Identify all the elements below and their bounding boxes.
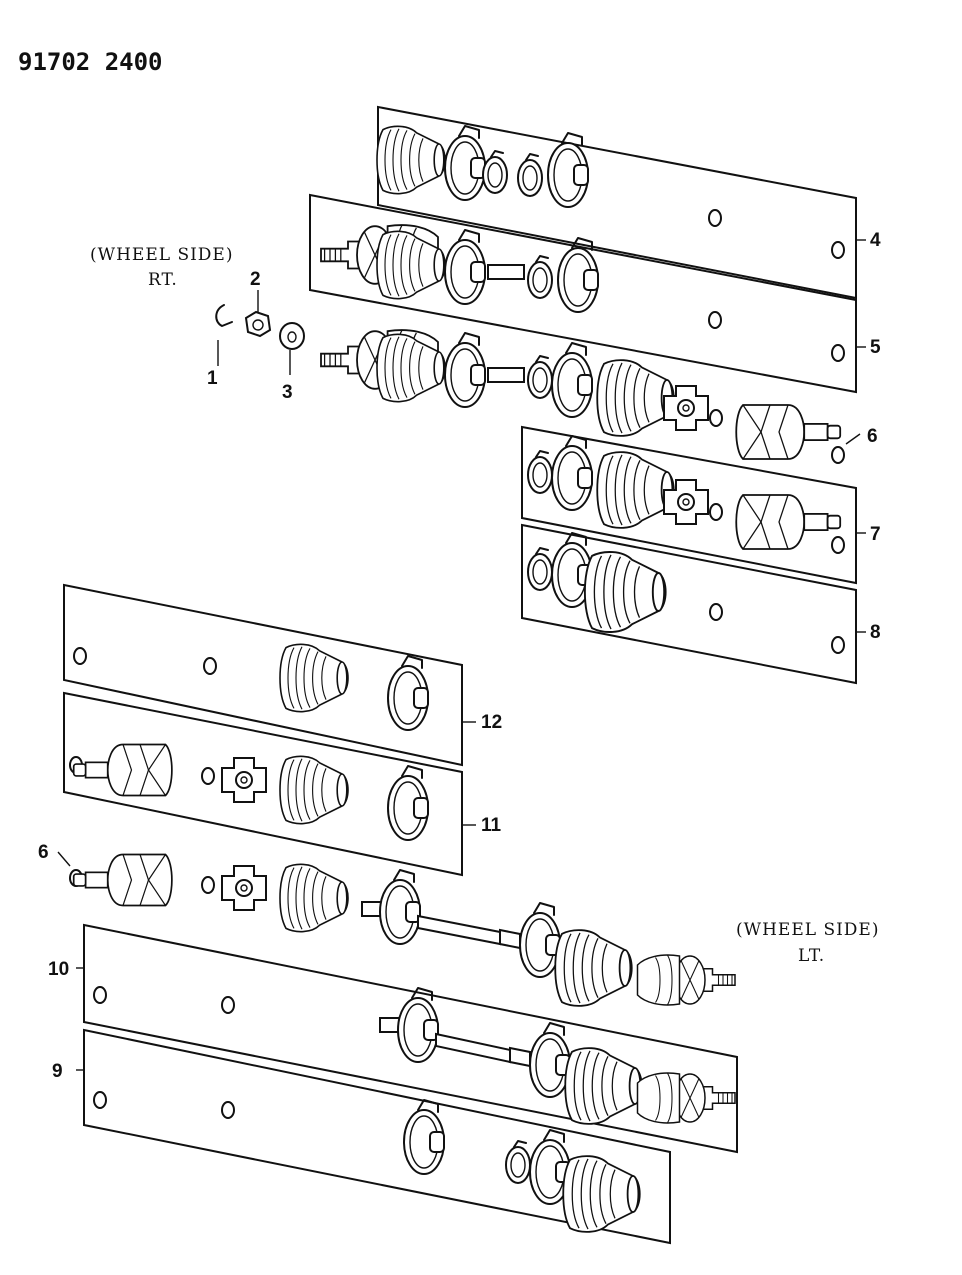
callout-7: 7 [870, 524, 881, 545]
kit-panel-7 [521, 425, 857, 585]
callout-9: 9 [52, 1061, 63, 1082]
right-side-rt-label: RT. [148, 270, 178, 290]
callout-6-left: 6 [38, 842, 49, 863]
kit-panel-4 [376, 105, 857, 300]
nut-part [244, 290, 272, 338]
callout-12: 12 [481, 712, 502, 733]
kit-panel-9 [83, 1028, 671, 1245]
left-drive-shaft-assembly [69, 853, 736, 1007]
callout-4: 4 [870, 230, 881, 251]
washer-part [279, 322, 305, 375]
callout-11: 11 [481, 815, 502, 836]
callout-8: 8 [870, 622, 881, 643]
callout-3: 3 [282, 382, 293, 403]
kit-panel-5 [309, 193, 857, 394]
cotter-pin-part [215, 304, 233, 366]
diagram-part-number: 91702 2400 [18, 48, 163, 76]
right-wheel-side-label: (WHEEL SIDE) [90, 245, 233, 265]
left-wheel-side-label: (WHEEL SIDE) [736, 920, 879, 940]
right-drive-shaft-assembly [320, 329, 842, 460]
callout-1: 1 [207, 368, 218, 389]
left-side-lt-label: LT. [798, 946, 825, 966]
callout-6-right: 6 [867, 426, 878, 447]
kit-panel-12 [63, 583, 463, 767]
kit-panel-11 [63, 691, 463, 877]
callout-5: 5 [870, 337, 881, 358]
kit-panel-8 [521, 523, 857, 685]
callout-10: 10 [48, 959, 69, 980]
kit-panel-10 [83, 923, 738, 1154]
callout-2: 2 [250, 269, 261, 290]
